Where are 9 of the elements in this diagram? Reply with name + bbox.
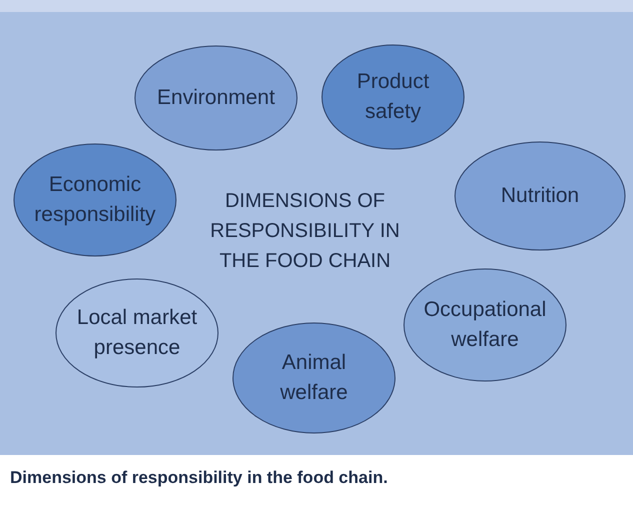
dimension-label: Economic responsibility [33,172,157,228]
dimension-label: Environment [156,85,276,111]
dimension-label: Product safety [356,69,430,125]
dimension-label: Local market presence [76,305,198,361]
dimension-label: Animal welfare [279,350,349,406]
dimension-label: Nutrition [500,183,580,209]
caption: Dimensions of responsibility in the food chain. [10,468,388,488]
center-heading: DIMENSIONS OF RESPONSIBILITY IN THE FOOD CHAIN [209,189,401,274]
dimension-label: Occupational welfare [422,297,548,353]
